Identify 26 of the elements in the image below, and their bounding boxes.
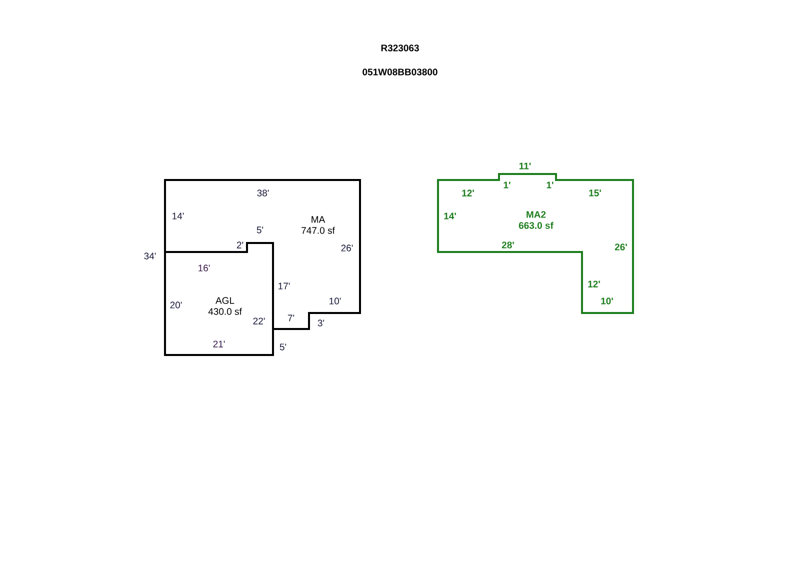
dimension-label: 2'	[236, 242, 244, 248]
dimension-label: 15'	[589, 190, 601, 196]
dimension-label: 10'	[601, 298, 613, 304]
dimension-label: 26'	[341, 244, 353, 252]
dimension-label: 1'	[546, 182, 554, 188]
dimension-label: 3'	[318, 320, 324, 326]
dimension-label: 10'	[330, 298, 341, 304]
dimension-label: 7'	[288, 314, 294, 322]
title: R323063	[381, 44, 419, 52]
dimension-label: 5'	[280, 344, 286, 350]
dimension-label: 14'	[444, 212, 456, 220]
dimension-label: 28'	[502, 242, 514, 248]
dimension-label: 17'	[278, 282, 290, 290]
dimension-label: 20'	[170, 302, 182, 308]
dimension-label: 22'	[253, 318, 265, 324]
dimension-label: 21'	[213, 340, 225, 348]
dimension-label: 16'	[198, 264, 210, 272]
subtitle: 051W08BB03800	[362, 68, 438, 76]
dimension-label: 12'	[588, 280, 600, 288]
dimension-label: 12'	[462, 190, 474, 196]
dimension-label: 1'	[504, 182, 510, 188]
dimension-label: 14'	[172, 212, 184, 220]
dimension-label: 38'	[257, 190, 269, 196]
dimension-label: 26'	[614, 244, 627, 250]
dimension-label: 34'	[144, 252, 156, 260]
dimension-label: 5'	[256, 226, 264, 234]
